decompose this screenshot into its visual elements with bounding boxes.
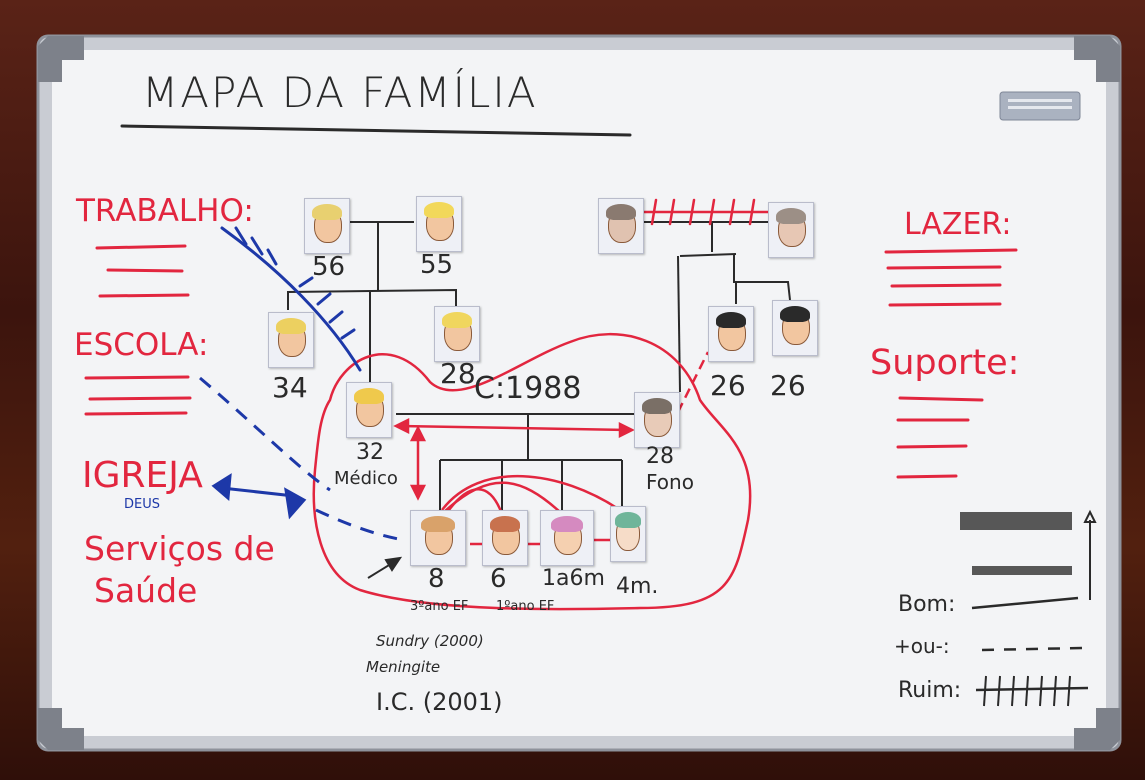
label-servicos: Serviços de (84, 532, 275, 565)
note-meningite: Meningite (366, 660, 440, 675)
age-56: 56 (312, 254, 345, 280)
age-32-father: 32 (356, 442, 384, 464)
legend-strong-line-2 (972, 566, 1072, 575)
profession-father: Médico (334, 470, 398, 488)
marriage-label: C:1988 (474, 374, 581, 404)
school-child-8: 3ºano EF (410, 600, 468, 613)
person-photo-child-1a6m (540, 510, 594, 566)
sticker-line (1008, 106, 1072, 109)
age-6: 6 (490, 566, 507, 592)
age-4m: 4m. (616, 576, 658, 598)
person-photo-grandmother-55 (416, 196, 462, 252)
legend-good-label: Bom: (898, 594, 955, 616)
label-lazer: LAZER: (904, 210, 1011, 240)
person-photo-father-32 (346, 382, 392, 438)
person-photo-grandfather-right (598, 198, 644, 254)
age-28-aunt: 28 (440, 360, 476, 388)
person-photo-child-8 (410, 510, 466, 566)
page-title: MAPA DA FAMÍLIA (142, 72, 538, 114)
age-28-mother: 28 (646, 446, 674, 468)
person-photo-aunt-28 (434, 306, 480, 362)
age-26b: 26 (770, 372, 806, 400)
person-photo-grandmother-right (768, 202, 814, 258)
age-34: 34 (272, 374, 308, 402)
person-photo-uncle-26b (772, 300, 818, 356)
person-photo-grandfather-56 (304, 198, 350, 254)
note-ic: I.C. (2001) (376, 690, 503, 714)
person-photo-uncle-26a (708, 306, 754, 362)
label-deus: DEUS (124, 498, 160, 511)
label-saude: Saúde (94, 574, 197, 607)
sticker-line (1008, 99, 1072, 102)
label-igreja: IGREJA (82, 458, 203, 494)
age-8: 8 (428, 566, 445, 592)
age-1a6m: 1a6m (542, 568, 605, 590)
legend-strong-line (960, 512, 1072, 530)
label-escola: ESCOLA: (74, 330, 208, 361)
label-suporte: Suporte: (870, 346, 1019, 381)
age-26a: 26 (710, 372, 746, 400)
school-child-6: 1ºano EF (496, 600, 554, 613)
age-55: 55 (420, 252, 453, 278)
legend-bad-label: Ruim: (898, 680, 961, 702)
legend-medium-label: +ou-: (894, 636, 950, 656)
note-sundry: Sundry (2000) (376, 634, 484, 649)
person-photo-aunt-34 (268, 312, 314, 368)
person-photo-baby-4m (610, 506, 646, 562)
profession-mother: Fono (646, 472, 694, 492)
person-photo-mother-28 (634, 392, 680, 448)
label-trabalho: TRABALHO: (76, 196, 254, 227)
person-photo-child-6 (482, 510, 528, 566)
